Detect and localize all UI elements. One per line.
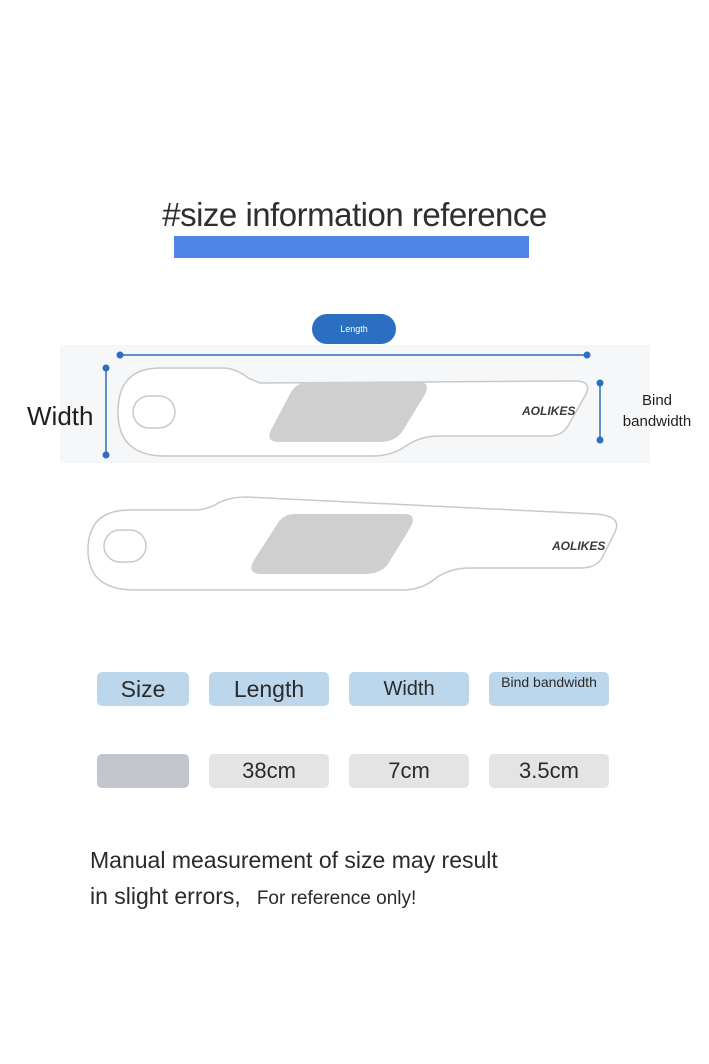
table-header-bind-bandwidth: Bind bandwidth	[489, 672, 609, 706]
table-value-bind-bandwidth: 3.5cm	[489, 754, 609, 788]
width-label: Width	[27, 401, 94, 431]
width-dimension-line	[102, 364, 110, 459]
page-title: #size information reference	[162, 196, 547, 233]
measurement-note: Manual measurement of size may result in…	[90, 842, 650, 917]
wristband-bottom	[87, 496, 618, 591]
bind-label-line2: bandwidth	[622, 413, 692, 430]
bind-dimension-line	[596, 379, 604, 444]
wristband-diagram: AOLIKES AOLIKES	[87, 351, 618, 591]
table-header-size: Size	[97, 672, 189, 706]
length-dimension-line	[116, 351, 591, 359]
brand-logo-top: AOLIKES	[521, 404, 575, 418]
note-line2-main: in slight errors,	[90, 883, 241, 909]
table-value-length: 38cm	[209, 754, 329, 788]
size-swatch	[97, 754, 189, 788]
length-badge: Length	[312, 314, 396, 344]
table-header-length: Length	[209, 672, 329, 706]
bind-bandwidth-label: Bind bandwidth	[612, 390, 702, 432]
bind-label-line1: Bind	[641, 392, 673, 409]
note-reference-only: For reference only!	[256, 888, 417, 909]
title-underline-bar	[174, 236, 529, 258]
wristband-top	[117, 367, 589, 457]
table-value-width: 7cm	[349, 754, 469, 788]
note-line2: in slight errors, For reference only!	[90, 878, 650, 917]
note-line1: Manual measurement of size may result	[90, 847, 498, 873]
table-header-width: Width	[349, 672, 469, 706]
brand-logo-bottom: AOLIKES	[551, 539, 605, 553]
